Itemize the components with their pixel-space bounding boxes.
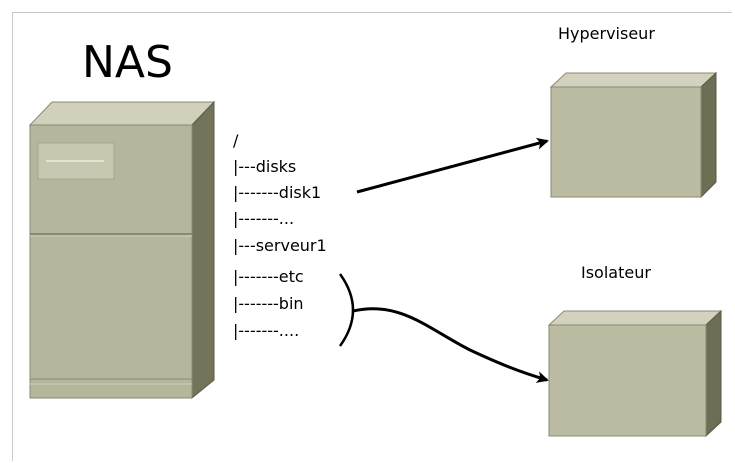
group-bracket	[338, 273, 355, 347]
file-tree: / |---disks |-------disk1 |-------... |-…	[233, 131, 327, 340]
arrow-to-isolator	[352, 307, 549, 383]
nas-server-icon	[28, 100, 216, 400]
tree-line-serveur1-more: |-------....	[233, 321, 299, 340]
tree-line-disks: |---disks	[233, 157, 296, 176]
tree-line-root: /	[233, 131, 239, 150]
hypervisor-box-icon	[549, 71, 718, 199]
tree-line-disks-more: |-------...	[233, 209, 294, 228]
tree-line-bin: |-------bin	[233, 294, 304, 313]
isolator-box-icon	[547, 309, 723, 438]
arrow-to-hypervisor	[356, 137, 549, 194]
diagram-frame	[12, 12, 732, 461]
hypervisor-label: Hyperviseur	[558, 24, 655, 43]
nas-title: NAS	[82, 37, 173, 88]
tree-line-disk1: |-------disk1	[233, 183, 321, 202]
tree-line-etc: |-------etc	[233, 267, 304, 286]
tree-line-serveur1: |---serveur1	[233, 236, 327, 255]
isolator-label: Isolateur	[581, 263, 651, 282]
